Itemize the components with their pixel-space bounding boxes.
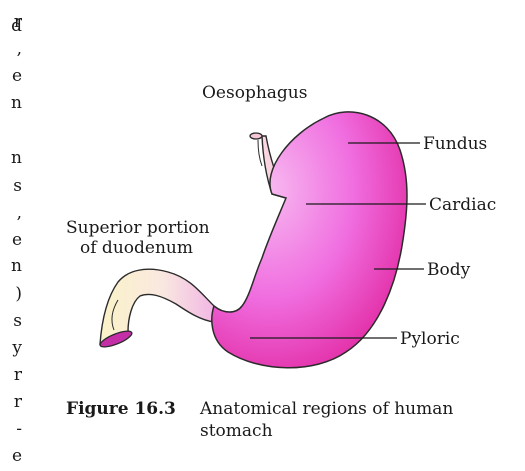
label-pyloric: Pyloric: [400, 329, 460, 349]
margin-letter: r: [13, 392, 22, 412]
margin-letter: d: [11, 16, 22, 36]
margin-letter: e: [11, 230, 22, 250]
label-cardiac: Cardiac: [429, 195, 496, 215]
margin-letter: e: [11, 66, 22, 86]
margin-letter: n: [11, 93, 22, 113]
label-duodenum-line2: of duodenum: [80, 238, 193, 258]
oesophagus-inner-line: [257, 139, 263, 167]
stomach-diagram: Oesophagus Fundus Cardiac Body Pyloric S…: [66, 83, 496, 369]
margin-letter: s: [13, 311, 22, 331]
figure-caption: Figure 16.3 Anatomical regions of human s…: [66, 398, 506, 442]
margin-letter: n: [11, 148, 22, 168]
label-body: Body: [427, 260, 471, 280]
stomach-shape: [211, 111, 408, 369]
adjacent-text-column: r d , e n n s , e n ) s y r r - e: [0, 0, 28, 471]
margin-letter: n: [11, 256, 22, 276]
caption-text-line1: Anatomical regions of human: [200, 399, 454, 419]
margin-letter: ,: [16, 39, 22, 59]
margin-letter: r: [13, 12, 22, 32]
oesophagus-opening: [249, 132, 263, 140]
margin-letter: e: [11, 446, 22, 466]
margin-letter: r: [13, 365, 22, 385]
margin-letter: ,: [16, 203, 22, 223]
margin-letter: s: [13, 176, 22, 196]
margin-letter: y: [12, 338, 22, 358]
label-oesophagus: Oesophagus: [202, 83, 307, 103]
label-fundus: Fundus: [423, 134, 487, 154]
caption-text-line2: stomach: [200, 421, 273, 441]
duodenum-inner-line: [111, 299, 119, 331]
label-duodenum-line1: Superior portion: [66, 218, 210, 238]
caption-figure-number: Figure 16.3: [66, 399, 176, 419]
margin-letter: ): [15, 284, 22, 304]
margin-letter: -: [16, 419, 22, 439]
duodenum-opening: [99, 330, 133, 348]
